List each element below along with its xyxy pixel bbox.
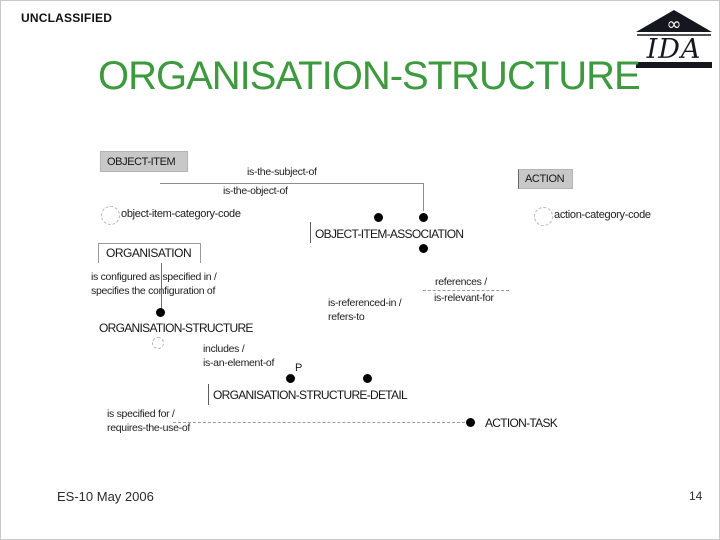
- entity-object-item-association: OBJECT-ITEM-ASSOCIATION: [315, 227, 464, 241]
- logo-acronym: IDA: [646, 34, 702, 65]
- relationship-label: is-relevant-for: [434, 292, 494, 304]
- relationship-label: requires-the-use-of: [107, 422, 191, 434]
- relationship-line: [423, 183, 424, 211]
- cardinality-dot: [286, 374, 295, 383]
- cardinality-dot: [156, 308, 165, 317]
- logo-infinity-icon: ∞: [667, 14, 682, 35]
- cardinality-dot: [419, 244, 428, 253]
- attribute-circle-icon: [534, 207, 553, 226]
- logo-bottom-bar: [636, 62, 712, 68]
- relationship-label: refers-to: [328, 311, 365, 323]
- entity-action-task: ACTION-TASK: [485, 416, 558, 430]
- cardinality-dot: [466, 418, 475, 427]
- footer-date: ES-10 May 2006: [57, 489, 154, 504]
- attribute-circle-icon: [101, 206, 120, 225]
- relationship-label: is-the-subject-of: [247, 166, 317, 178]
- entity-left-tick: [310, 222, 311, 243]
- cardinality-dot: [374, 213, 383, 222]
- relationship-label: is specified for /: [107, 408, 175, 420]
- cardinality-dot: [363, 374, 372, 383]
- relationship-label: specifies the configuration of: [91, 285, 216, 297]
- page-number: 14: [689, 489, 703, 503]
- entity-left-tick: [208, 384, 209, 405]
- cardinality-dot: [419, 213, 428, 222]
- relationship-label: includes /: [203, 343, 245, 355]
- attribute-circle-icon: [152, 337, 164, 349]
- relationship-line: [161, 263, 162, 309]
- relationship-dashed-line: [173, 422, 465, 423]
- relationship-label: references /: [435, 276, 487, 288]
- relationship-label: is-referenced-in /: [328, 297, 402, 309]
- entity-object-item: OBJECT-ITEM: [100, 151, 188, 172]
- entity-organisation: ORGANISATION: [98, 243, 201, 263]
- relationship-label: is-the-object-of: [223, 185, 288, 197]
- relationship-label: is configured as specified in /: [91, 271, 217, 283]
- attribute-label: object-item-category-code: [121, 208, 241, 220]
- logo-roof-icon: [636, 10, 712, 32]
- page-title: ORGANISATION-STRUCTURE: [98, 54, 641, 98]
- p-cardinality-marker: P: [295, 362, 303, 374]
- entity-organisation-structure-detail: ORGANISATION-STRUCTURE-DETAIL: [213, 388, 408, 402]
- entity-action: ACTION: [518, 169, 573, 189]
- ida-logo-icon: ∞ IDA: [636, 10, 712, 68]
- relationship-label: is-an-element-of: [203, 357, 275, 369]
- entity-organisation-structure: ORGANISATION-STRUCTURE: [99, 321, 253, 335]
- relationship-line: [160, 183, 424, 184]
- relationship-dashed-line: [423, 290, 509, 291]
- classification-marking: UNCLASSIFIED: [21, 11, 113, 25]
- attribute-label: action-category-code: [554, 209, 651, 221]
